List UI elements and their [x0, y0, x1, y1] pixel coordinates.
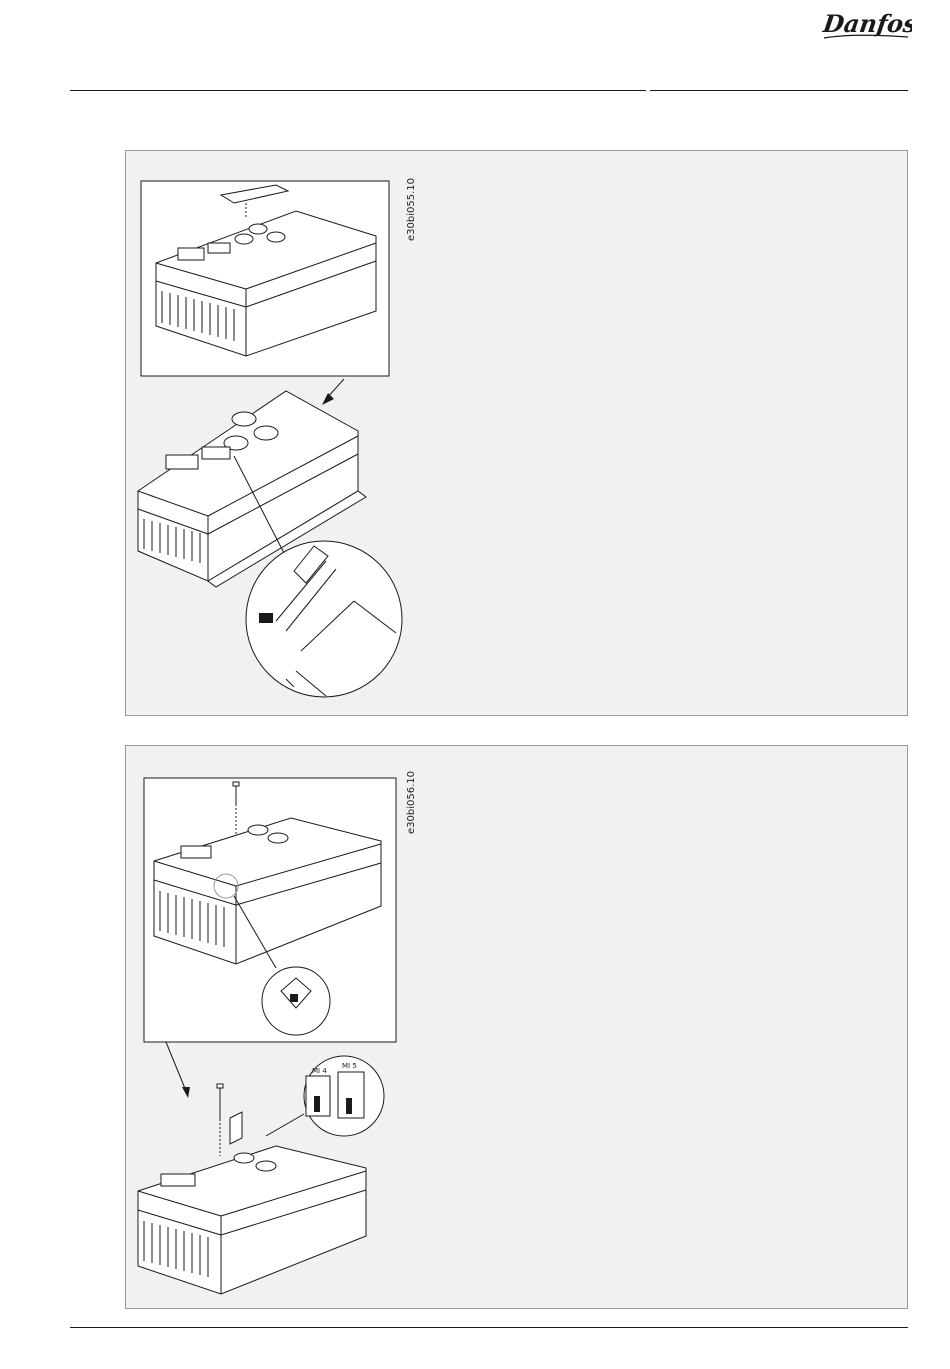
brand-logo: Danfoss	[822, 4, 912, 44]
brand-logo-text: Danfoss	[822, 9, 912, 38]
figure-panel-1: e30bi055.10	[125, 150, 908, 716]
header-rule-gap	[646, 89, 650, 92]
footer-rule	[70, 1327, 908, 1328]
mi-detail-circle: MI 4 MI 5	[304, 1056, 384, 1136]
mi4-label: MI 4	[312, 1067, 327, 1075]
direction-arrow-icon	[322, 379, 344, 405]
direction-arrow-icon	[166, 1042, 190, 1098]
figure-1-illustration	[126, 151, 907, 715]
figure-panel-2: e30bi056.10	[125, 745, 908, 1309]
figure-2-illustration: MI 4 MI 5	[126, 746, 907, 1308]
header-rule	[70, 90, 908, 91]
detail-circle-clip	[246, 541, 402, 697]
mi5-label: MI 5	[342, 1062, 357, 1070]
